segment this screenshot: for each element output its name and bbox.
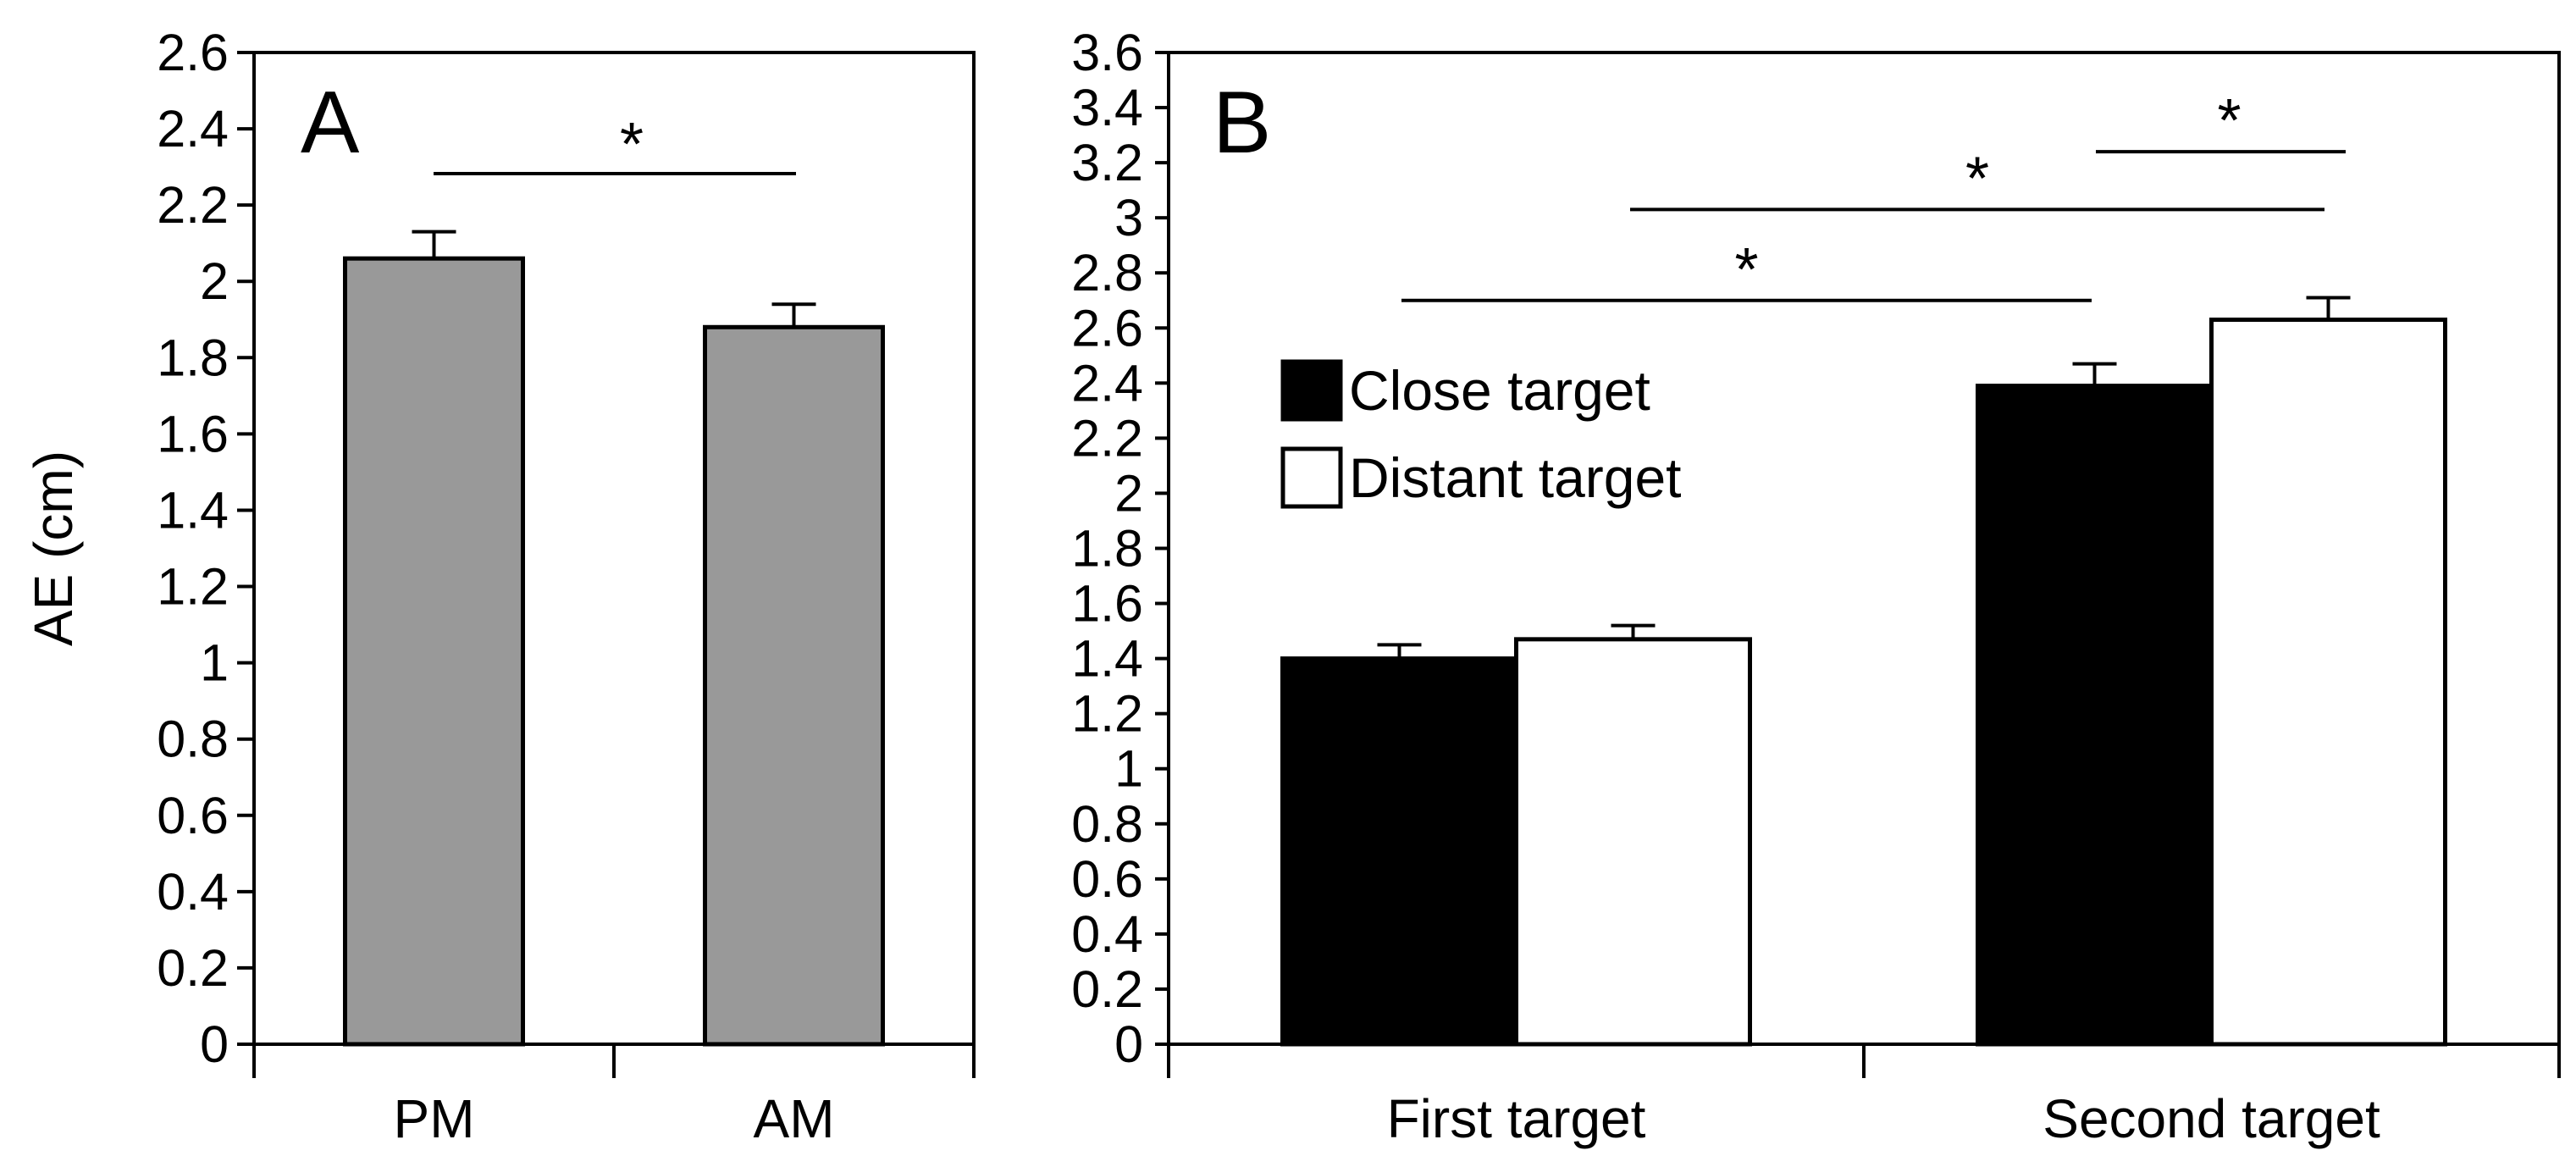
category-label: AM xyxy=(754,1088,835,1149)
y-tick-label: 0.8 xyxy=(157,711,229,768)
y-tick-label: 0.2 xyxy=(157,939,229,997)
y-tick-label: 2.6 xyxy=(1071,299,1143,357)
y-tick-label: 0.6 xyxy=(1071,850,1143,908)
legend-swatch xyxy=(1280,359,1343,422)
y-tick-label: 1.6 xyxy=(157,405,229,462)
category-label: PM xyxy=(394,1088,475,1149)
y-tick-label: 1.2 xyxy=(157,558,229,616)
y-tick-label: 0.4 xyxy=(1071,905,1143,963)
legend-swatch xyxy=(1280,446,1343,509)
y-tick-label: 0.4 xyxy=(157,863,229,921)
y-tick-label: 2.4 xyxy=(157,100,229,158)
y-tick-label: 0.6 xyxy=(157,787,229,844)
y-tick-label: 1.8 xyxy=(1071,520,1143,578)
y-tick-label: 2 xyxy=(200,252,229,310)
y-tick-label: 3.2 xyxy=(1071,134,1143,191)
y-tick-label: 0 xyxy=(1114,1015,1143,1073)
y-tick-label: 3.6 xyxy=(1071,24,1143,81)
y-tick-label: 1.8 xyxy=(157,329,229,386)
significance-marker: * xyxy=(1734,236,1758,304)
y-axis-label: AE (cm) xyxy=(23,451,84,646)
bar xyxy=(1280,656,1518,1047)
panel-label: B xyxy=(1213,74,1271,172)
y-tick-label: 2.2 xyxy=(157,176,229,234)
y-tick-label: 1.2 xyxy=(1071,685,1143,743)
significance-marker: * xyxy=(1965,145,1989,213)
y-tick-label: 1 xyxy=(1114,740,1143,798)
y-tick-label: 2.2 xyxy=(1071,409,1143,467)
y-tick-label: 1.4 xyxy=(1071,630,1143,688)
y-tick-label: 2.6 xyxy=(157,24,229,81)
significance-marker: * xyxy=(620,111,644,179)
panel-label: A xyxy=(301,74,360,172)
category-label: Second target xyxy=(2043,1088,2380,1149)
category-label: First target xyxy=(1387,1088,1646,1149)
bar xyxy=(2209,318,2447,1047)
y-tick-label: 0.8 xyxy=(1071,795,1143,853)
legend-label: Close target xyxy=(1349,359,1650,422)
legend-label: Distant target xyxy=(1349,446,1682,509)
y-tick-label: 1 xyxy=(200,634,229,692)
bar xyxy=(703,324,885,1047)
significance-marker: * xyxy=(2217,87,2241,155)
bar xyxy=(343,256,525,1047)
y-tick-label: 2.4 xyxy=(1071,354,1143,412)
y-tick-label: 0.2 xyxy=(1071,960,1143,1018)
y-tick-label: 3.4 xyxy=(1071,79,1143,136)
y-tick-label: 2 xyxy=(1114,464,1143,522)
y-tick-label: 0 xyxy=(200,1015,229,1073)
y-tick-label: 2.8 xyxy=(1071,244,1143,301)
y-tick-label: 1.6 xyxy=(1071,575,1143,633)
y-tick-label: 1.4 xyxy=(157,481,229,539)
y-tick-label: 3 xyxy=(1114,189,1143,246)
bar xyxy=(1976,384,2214,1047)
bar xyxy=(1514,637,1752,1047)
